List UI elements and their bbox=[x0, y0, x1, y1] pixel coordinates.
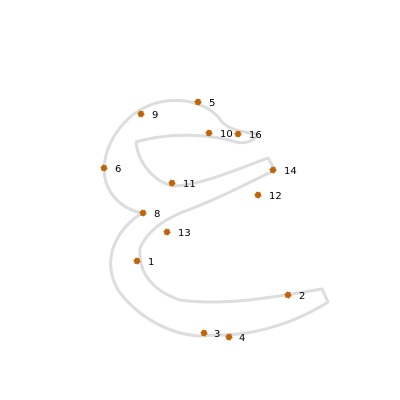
dot-5-marker[interactable] bbox=[194, 98, 202, 106]
dot-1-marker[interactable] bbox=[133, 257, 141, 265]
dot-10-marker[interactable] bbox=[205, 129, 213, 137]
dot-2[interactable]: 2 bbox=[284, 291, 305, 302]
dot-1-label: 1 bbox=[148, 257, 154, 268]
dot-16-marker[interactable] bbox=[234, 130, 242, 138]
dot-16-label: 16 bbox=[249, 130, 262, 141]
dot-10[interactable]: 10 bbox=[205, 129, 233, 140]
dot-11-label: 11 bbox=[183, 179, 196, 190]
dot-13-label: 13 bbox=[178, 228, 191, 239]
dot-9-label: 9 bbox=[152, 110, 158, 121]
dot-12-label: 12 bbox=[269, 191, 282, 202]
letter-outline bbox=[102, 99, 330, 338]
dot-9-marker[interactable] bbox=[137, 110, 145, 118]
dot-1[interactable]: 1 bbox=[133, 257, 154, 268]
dot-10-label: 10 bbox=[220, 129, 233, 140]
dot-3-marker[interactable] bbox=[200, 329, 208, 337]
dot-4[interactable]: 4 bbox=[225, 333, 245, 344]
dot-14-label: 14 bbox=[284, 166, 297, 177]
dot-2-label: 2 bbox=[299, 291, 305, 302]
dot-11-marker[interactable] bbox=[168, 179, 176, 187]
dot-4-label: 4 bbox=[239, 333, 245, 344]
dot-6[interactable]: 6 bbox=[100, 164, 121, 175]
dot-13-marker[interactable] bbox=[163, 228, 171, 236]
dot-13[interactable]: 13 bbox=[163, 228, 191, 239]
dot-12-marker[interactable] bbox=[254, 191, 262, 199]
dot-9[interactable]: 9 bbox=[137, 110, 158, 121]
dot-3-label: 3 bbox=[214, 329, 220, 340]
dot-6-label: 6 bbox=[115, 164, 121, 175]
dot-2-marker[interactable] bbox=[284, 291, 292, 299]
dot-14[interactable]: 14 bbox=[269, 166, 297, 177]
dot-8[interactable]: 8 bbox=[139, 209, 160, 220]
dot-5[interactable]: 5 bbox=[194, 98, 215, 109]
dot-8-marker[interactable] bbox=[139, 209, 147, 217]
dot-12[interactable]: 12 bbox=[254, 191, 282, 202]
dot-4-marker[interactable] bbox=[225, 333, 233, 341]
dot-6-marker[interactable] bbox=[100, 164, 108, 172]
dot-3[interactable]: 3 bbox=[200, 329, 220, 340]
dot-8-label: 8 bbox=[154, 209, 160, 220]
dot-16[interactable]: 16 bbox=[234, 130, 262, 141]
dot-5-label: 5 bbox=[209, 98, 215, 109]
dot-11[interactable]: 11 bbox=[168, 179, 196, 190]
dot-14-marker[interactable] bbox=[269, 166, 277, 174]
